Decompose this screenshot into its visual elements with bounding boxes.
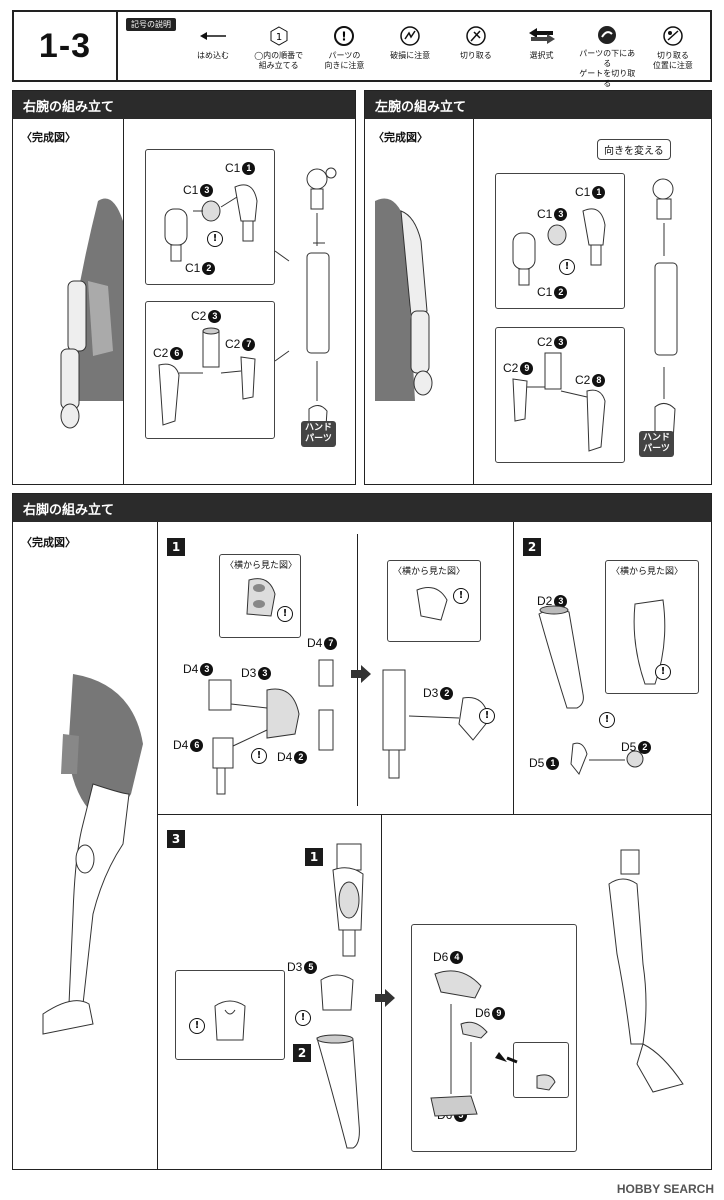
legend-item-order: 1 ◯内の順番で 組み立てる bbox=[248, 24, 310, 76]
leg-assembled-illustration bbox=[608, 849, 684, 1093]
arrow-right-icon bbox=[375, 989, 395, 1007]
step-number: 1-3 bbox=[14, 12, 118, 80]
completed-view-label: 〈完成図〉 bbox=[21, 131, 76, 144]
shoulder-parts-illustration bbox=[164, 184, 258, 262]
instruction-header: 1-3 記号の説明 はめ込む 1 ◯内の順番で 組み立てる ! パーツの 向きに… bbox=[12, 10, 712, 88]
legend-item-cut: 切り取る bbox=[445, 24, 507, 76]
assembled-arm-illustration bbox=[274, 167, 337, 442]
cut-icon bbox=[466, 26, 486, 46]
direction-warning-icon: ! bbox=[207, 231, 223, 247]
ref-step-badge-2: 2 bbox=[293, 1044, 311, 1062]
hexagon-number-icon: 1 bbox=[270, 26, 288, 46]
legend-item-direction: ! パーツの 向きに注意 bbox=[313, 24, 375, 76]
breakage-warning-icon bbox=[400, 26, 420, 46]
side-view-part-illustration bbox=[416, 587, 448, 621]
change-direction-callout: 向きを変える bbox=[597, 139, 671, 160]
step-badge-1: 1 bbox=[167, 538, 185, 556]
shoulder-parts-illustration bbox=[512, 208, 606, 286]
assembled-arm-illustration bbox=[652, 178, 678, 442]
panel-title: 左腕の組み立て bbox=[365, 91, 711, 119]
completed-view-label: 〈完成図〉 bbox=[373, 131, 428, 144]
completed-right-leg-illustration bbox=[42, 674, 143, 1035]
legend-item-select: 選択式 bbox=[511, 24, 573, 76]
panel-title: 右脚の組み立て bbox=[13, 494, 711, 522]
completed-view-label: 〈完成図〉 bbox=[21, 536, 76, 549]
side-view-part-illustration bbox=[246, 578, 276, 617]
arrow-right-icon bbox=[351, 665, 371, 683]
double-arrow-icon bbox=[528, 28, 555, 44]
elbow-parts-illustration bbox=[158, 327, 256, 426]
cut-under-gate-icon bbox=[598, 26, 617, 44]
legend-title: 記号の説明 bbox=[126, 18, 176, 31]
knee-cap-detail-illustration bbox=[214, 1000, 246, 1041]
knee-parts-illustration bbox=[208, 659, 334, 795]
step-badge-3: 3 bbox=[167, 830, 185, 848]
svg-text:!: ! bbox=[342, 30, 347, 44]
foot-parts-illustration bbox=[430, 970, 556, 1117]
shin-parts-illustration bbox=[538, 599, 666, 775]
direction-warning-icon: ! bbox=[559, 259, 575, 275]
shin-assembly-illustration bbox=[316, 1034, 360, 1149]
completed-left-arm-illustration bbox=[375, 198, 433, 401]
symbol-legend: 記号の説明 はめ込む 1 ◯内の順番で 組み立てる ! パーツの 向きに注意 破… bbox=[118, 12, 710, 88]
legend-item-breakage: 破損に注意 bbox=[379, 24, 441, 76]
direction-warning-icon: ! bbox=[334, 26, 355, 46]
knee-assembled-illustration bbox=[382, 669, 490, 779]
step-badge-2: 2 bbox=[523, 538, 541, 556]
legend-item-cut-position: 切り取る 位置に注意 bbox=[642, 24, 704, 76]
hand-parts-tag: ハンド パーツ bbox=[639, 431, 675, 457]
legend-item-insert: はめ込む bbox=[182, 24, 244, 76]
watermark-footer: HOBBY SEARCH bbox=[616, 1182, 714, 1196]
elbow-parts-illustration bbox=[512, 352, 606, 452]
panel-title: 右腕の組み立て bbox=[13, 91, 355, 119]
completed-right-arm-illustration bbox=[60, 198, 123, 429]
ref-step-badge-1: 1 bbox=[305, 848, 323, 866]
cut-position-icon bbox=[663, 26, 683, 46]
svg-text:1: 1 bbox=[276, 32, 282, 43]
thigh-assembly-illustration bbox=[332, 843, 364, 957]
legend-item-under-gate: パーツの下にある ゲートを切り取る bbox=[576, 24, 638, 88]
hand-parts-tag: ハンド パーツ bbox=[301, 421, 337, 447]
arrow-left-icon bbox=[200, 32, 226, 40]
knee-cap-part-illustration bbox=[320, 974, 354, 1011]
